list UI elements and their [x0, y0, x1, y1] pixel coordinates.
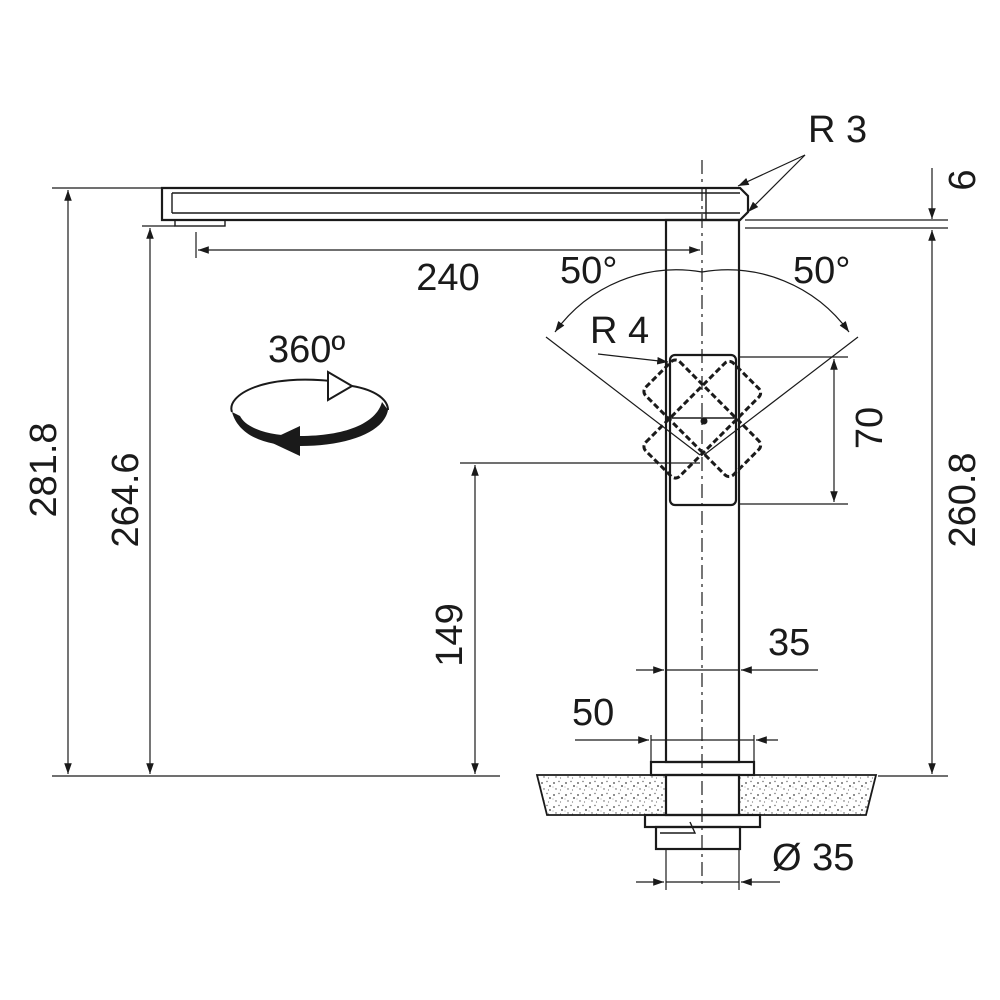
- countertop-right-section: [738, 774, 878, 816]
- label-angle-right: 50°: [793, 250, 850, 292]
- label-angle-left: 50°: [560, 250, 617, 292]
- label-spout-thickness: 6: [942, 169, 984, 190]
- label-shank-diameter: Ø 35: [772, 837, 854, 879]
- label-rotation: 360º: [268, 329, 345, 371]
- countertop: [535, 774, 878, 816]
- label-handle-radius: R 4: [590, 310, 649, 352]
- label-handle-position: 149: [429, 603, 471, 666]
- label-edge-radius: R 3: [808, 109, 867, 151]
- dimension-labels: 281.8 264.6 260.8 6 149 70 240 R 3 R 4 5…: [23, 109, 984, 879]
- label-body-width: 35: [768, 622, 810, 664]
- rotation-arrow-icon: [230, 370, 389, 456]
- label-spout-height: 264.6: [105, 452, 147, 547]
- handle-left-position: [642, 359, 763, 480]
- label-base-width: 50: [572, 692, 614, 734]
- mount-sleeve: [654, 825, 742, 851]
- angle-arc-right: [701, 269, 850, 333]
- label-spout-reach: 240: [416, 257, 479, 299]
- faucet-body: [160, 160, 762, 885]
- label-body-height: 260.8: [942, 452, 984, 547]
- handle-right-position: [642, 358, 763, 479]
- dimension-lines: [52, 154, 948, 890]
- label-handle-height: 70: [849, 407, 891, 449]
- label-total-height: 281.8: [23, 422, 65, 517]
- angle-arc-left: [554, 269, 703, 333]
- countertop-left-section: [535, 774, 667, 816]
- aerator: [174, 219, 226, 227]
